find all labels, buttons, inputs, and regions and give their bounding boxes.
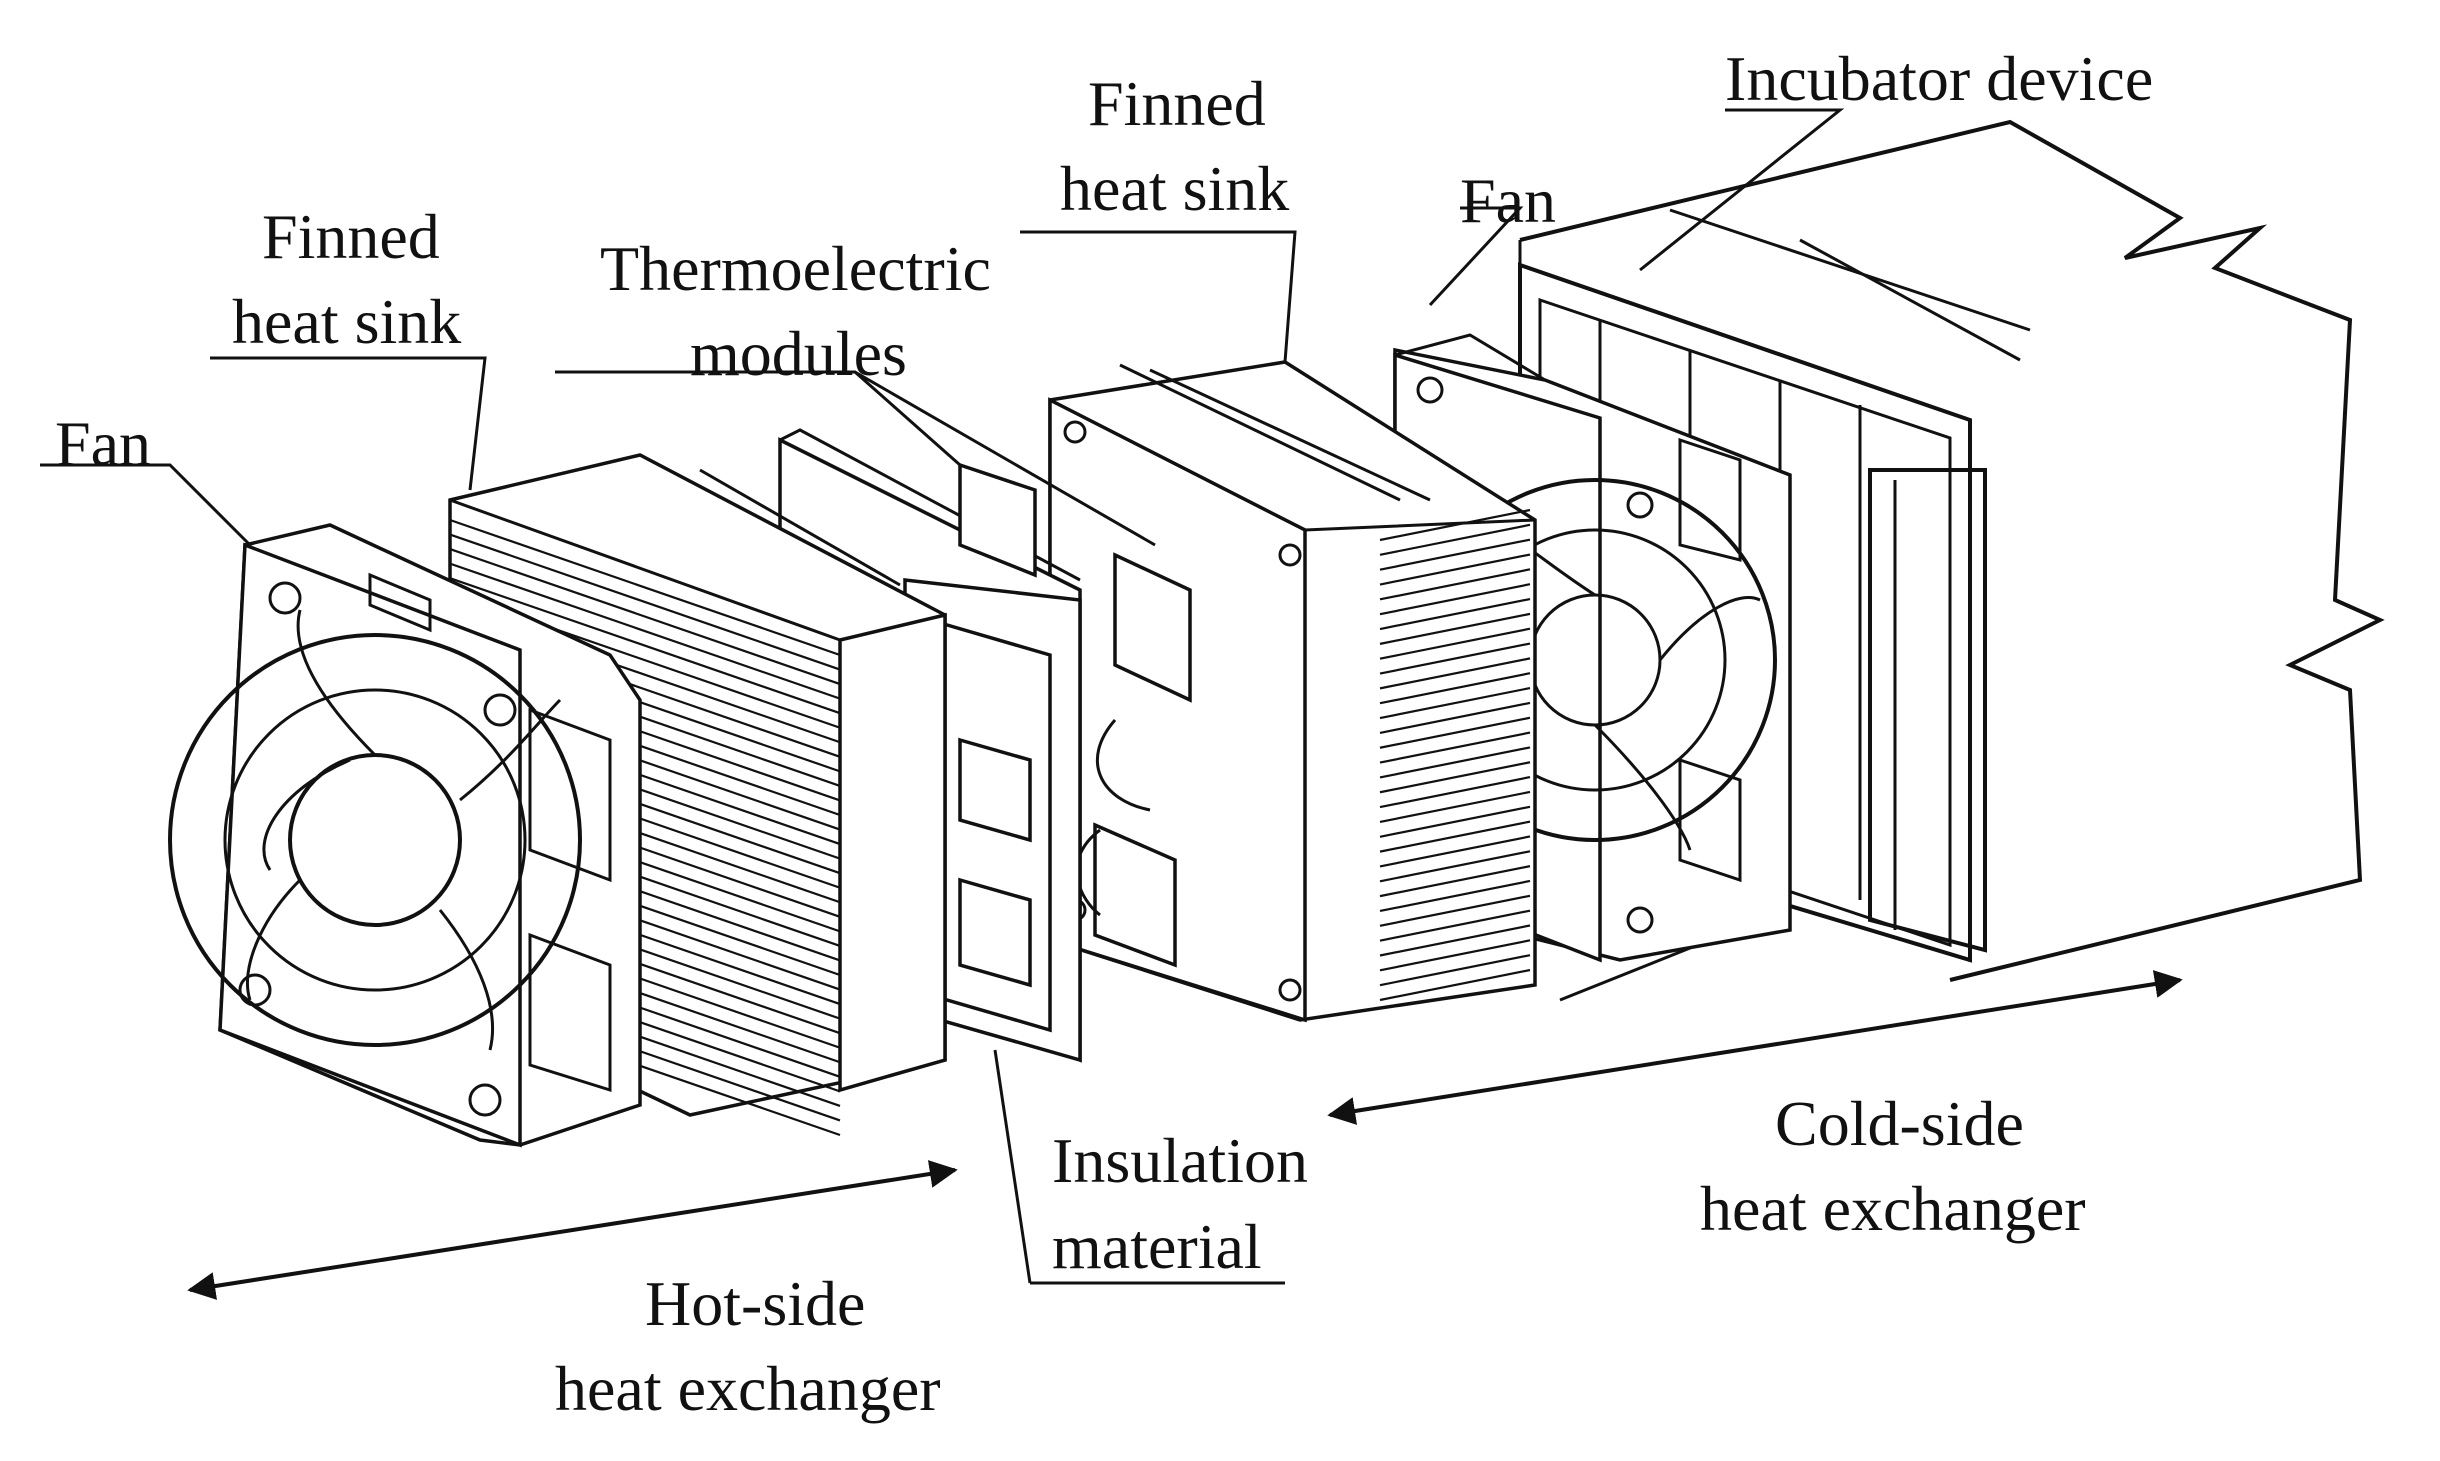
label-insulation-line2: material: [1052, 1211, 1262, 1282]
label-finned-right-line1: Finned: [1088, 68, 1266, 139]
label-fan-right: Fan: [1460, 165, 1556, 236]
left-fan: [168, 523, 642, 1148]
label-hot-side-line1: Hot-side: [645, 1268, 865, 1339]
label-thermoelectric-line2: modules: [690, 318, 907, 389]
label-hot-side-line2: heat exchanger: [555, 1353, 941, 1424]
label-cold-side-line2: heat exchanger: [1700, 1173, 2086, 1244]
leader-lines: [40, 108, 1845, 1285]
hot-side-arrow: [187, 1160, 958, 1300]
label-cold-side-line1: Cold-side: [1775, 1088, 2024, 1159]
cold-side-arrow: [1327, 970, 2183, 1125]
label-insulation-line1: Insulation: [1052, 1125, 1308, 1196]
label-thermoelectric-line1: Thermoelectric: [600, 233, 991, 304]
label-finned-right-line2: heat sink: [1060, 153, 1289, 224]
label-finned-left-line1: Finned: [262, 201, 440, 272]
label-incubator-device: Incubator device: [1725, 43, 2153, 114]
insulation-frame: [903, 578, 1082, 1063]
label-finned-left-line2: heat sink: [232, 286, 461, 357]
label-fan-left: Fan: [55, 408, 151, 479]
